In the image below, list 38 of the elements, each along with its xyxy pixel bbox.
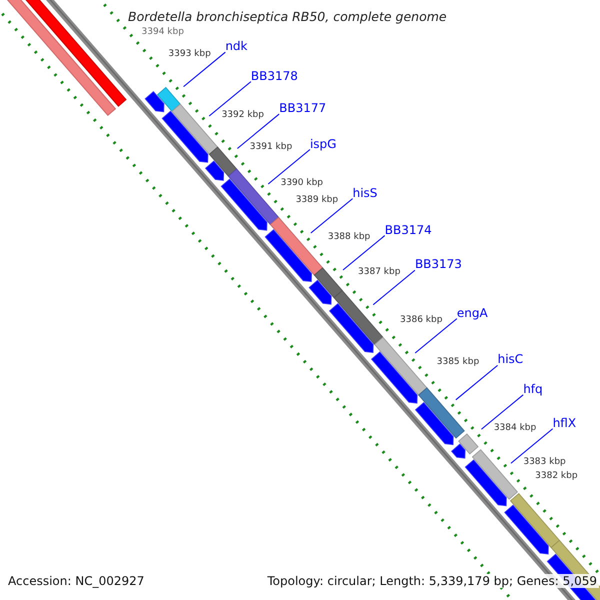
gene-label: BB3173 <box>414 257 462 272</box>
scale-label: 3383 kbp <box>523 456 566 467</box>
gene-label: engA <box>456 306 488 320</box>
scale-label: 3387 kbp <box>358 266 400 277</box>
leader-line <box>480 394 524 430</box>
scale-label: 3384 kbp <box>494 423 536 434</box>
scale-label: 3388 kbp <box>328 232 370 242</box>
title: Bordetella bronchiseptica RB50, complete genome <box>128 9 447 24</box>
leader-line <box>414 318 458 354</box>
scale-label: 3393 kbp <box>168 48 211 59</box>
leader-line <box>342 235 386 270</box>
gene-label: hflX <box>552 416 576 430</box>
leader-line <box>310 198 354 234</box>
gene-label: hfq <box>523 382 543 396</box>
leader-line <box>208 81 252 117</box>
gene-label: hisS <box>352 186 378 200</box>
scale-label: 3390 kbp <box>280 178 324 188</box>
scale-label: 3385 kbp <box>436 357 480 368</box>
scale-label: 3394 kbp <box>142 27 184 37</box>
leader-line <box>510 428 554 464</box>
leader-line <box>268 149 310 184</box>
leader-line <box>455 364 498 400</box>
gene-label: BB3177 <box>279 101 326 116</box>
scale-label: 3386 kbp <box>400 315 442 326</box>
genome-summary-text: Topology: circular; Length: 5,339,179 bp; Genes: 5,059 <box>265 574 599 588</box>
gene-label: ndk <box>225 39 248 54</box>
scale-label: 3389 kbp <box>296 195 338 206</box>
scale-label: 3382 kbp <box>535 470 578 481</box>
leader-line <box>372 270 416 306</box>
gene-label: ispG <box>310 136 336 151</box>
accession-text: Accession: NC_002927 <box>6 574 146 588</box>
gene-label: BB3174 <box>384 222 432 237</box>
gene-label: hisC <box>498 352 524 366</box>
leader-line <box>236 114 280 149</box>
gene-label: BB3178 <box>250 68 298 83</box>
scale-label: 3392 kbp <box>222 110 264 120</box>
scale-label: 3391 kbp <box>250 142 292 152</box>
leader-line <box>183 52 226 88</box>
